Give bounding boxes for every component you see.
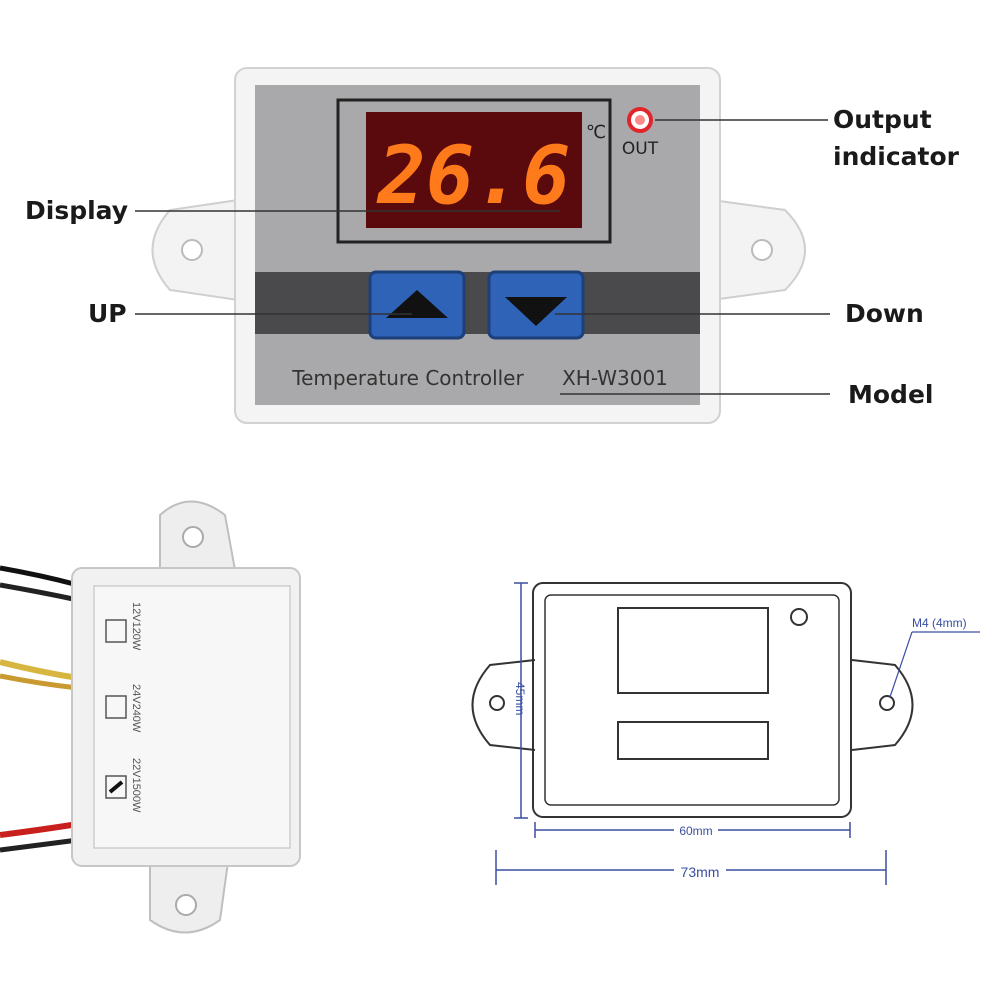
dim-left-ear: [471, 659, 536, 751]
button-strip: [255, 272, 700, 334]
callouts: Output indicator Display UP Down Model: [25, 105, 960, 409]
dim-body-inner: [544, 594, 840, 806]
hole-leader-line: [889, 631, 913, 698]
wire-black-3: [0, 837, 79, 853]
wire-red: [0, 821, 79, 838]
callout-output-line1: Output: [833, 105, 932, 134]
wire-black-2: [0, 582, 79, 603]
callout-output-line2: indicator: [833, 142, 960, 171]
up-button[interactable]: [368, 270, 466, 340]
led-display: [366, 112, 582, 228]
wire-yellow-2: [0, 673, 79, 691]
display-frame: [336, 98, 612, 244]
dim-indicator: [790, 608, 808, 626]
dim-right-hole: [879, 695, 895, 711]
rating-checkbox-1: [105, 619, 127, 643]
dim-body-outer: [532, 582, 852, 818]
hole-dim-label: M4 (4mm): [912, 616, 967, 630]
callout-display: Display: [25, 196, 128, 225]
rating-label-1: 12V120W: [130, 602, 142, 651]
temperature-readout: 26.6: [376, 129, 571, 222]
front-view: 26.6 ℃ OUT Temperature Controller XH-W30…: [151, 67, 806, 424]
rating-checkbox-2: [105, 695, 127, 719]
right-mount-hole: [751, 239, 773, 261]
rating-check-mark-icon: [108, 780, 124, 794]
back-view: 12V120W 24V240W 22V1500W: [0, 500, 301, 934]
celsius-unit: ℃: [586, 122, 606, 143]
callout-model: Model: [848, 380, 933, 409]
dim-left-hole: [489, 695, 505, 711]
dim-right-ear: [851, 659, 914, 751]
callout-up: UP: [88, 299, 127, 328]
wire-black-1: [0, 565, 79, 588]
rating-label-3: 22V1500W: [130, 758, 142, 813]
rating-label-2: 24V240W: [130, 684, 142, 733]
total-width-dim-label: 73mm: [681, 864, 720, 880]
height-dim-label: 45mm: [513, 682, 527, 715]
rating-checkbox-3: [105, 775, 127, 799]
dim-button-window: [617, 721, 769, 760]
inner-width-dim-label: 60mm: [679, 824, 712, 838]
back-bottom-hole: [175, 894, 197, 916]
left-mount-hole: [181, 239, 203, 261]
out-label: OUT: [622, 139, 659, 159]
up-triangle-icon: [386, 290, 448, 318]
panel-model: XH-W3001: [562, 366, 668, 390]
back-label-panel: [93, 585, 291, 849]
back-top-hole: [182, 526, 204, 548]
callout-down: Down: [845, 299, 924, 328]
dim-display-window: [617, 607, 769, 694]
dimension-drawing: 45mm 60mm 73mm M4 (4mm): [471, 582, 980, 885]
down-button[interactable]: [487, 270, 585, 340]
wire-yellow-1: [0, 659, 79, 681]
output-led-core: [635, 115, 645, 125]
panel-label: Temperature Controller: [291, 366, 524, 390]
down-triangle-icon: [505, 297, 567, 326]
